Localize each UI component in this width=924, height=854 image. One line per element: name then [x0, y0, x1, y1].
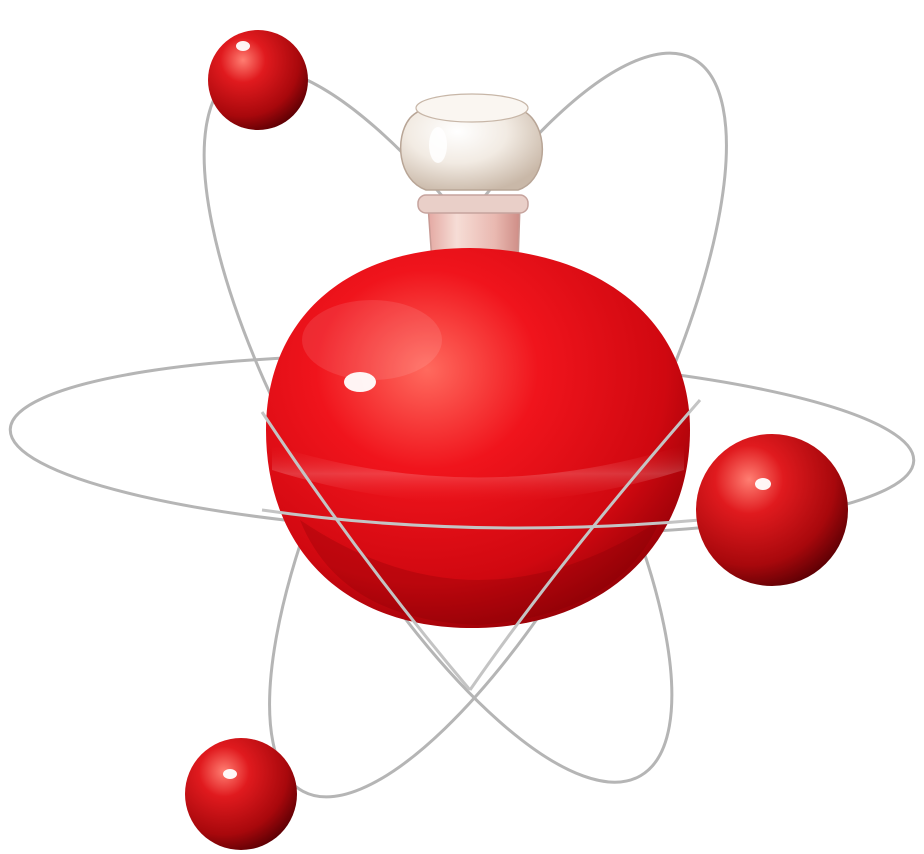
flask-stopper-top	[415, 93, 529, 123]
flask-stopper-shine	[429, 127, 447, 163]
flask-body	[266, 248, 690, 629]
flask-shadow	[300, 520, 660, 625]
flask-highlight	[344, 372, 376, 392]
orbit-rings-front	[260, 399, 702, 691]
flask-highlight-soft	[302, 300, 442, 380]
orbit-front-left-tilt	[260, 411, 472, 691]
flask-neck-rim	[417, 194, 529, 214]
orbit-front-right-tilt	[468, 399, 702, 691]
orbit-front-horizontal	[261, 508, 701, 530]
electron-right	[696, 434, 848, 586]
electron-bottom-left	[185, 738, 297, 850]
flask	[266, 93, 690, 629]
electron-top-left	[208, 30, 308, 130]
flask-liquid-band	[272, 445, 684, 503]
